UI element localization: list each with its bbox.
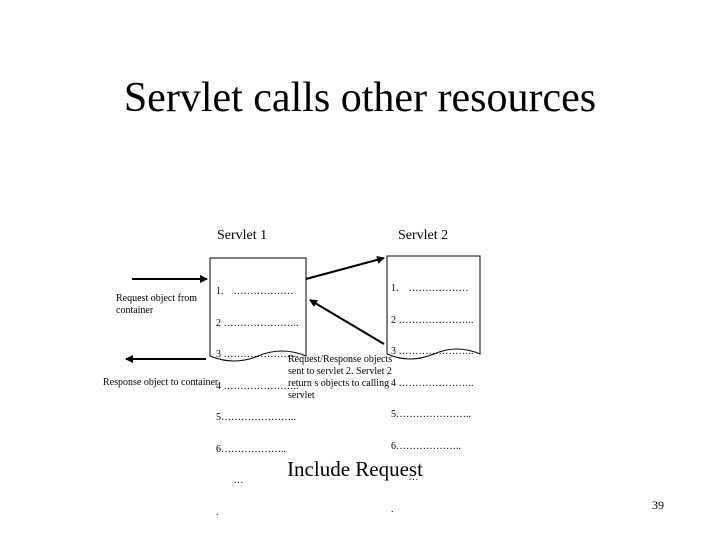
response-from-servlet2-arrow — [309, 299, 385, 345]
servlet2-line: 3 ………………….. — [391, 346, 474, 357]
servlet1-line: … — [216, 475, 244, 486]
servlet2-line: … — [391, 472, 419, 483]
servlet2-label: Servlet 2 — [398, 228, 449, 243]
servlet1-line: 5………………….. — [216, 412, 296, 423]
servlet1-line: . — [216, 506, 219, 518]
servlet2-line: 5………………….. — [391, 409, 471, 420]
page-number: 39 — [652, 498, 664, 512]
servlet1-line: 6……………….. — [216, 443, 286, 455]
servlet2-line: . — [391, 503, 394, 515]
request-to-servlet2-arrow — [305, 255, 385, 280]
servlet2-code-lines: 1. ……………… 2 ………………….. 3 ………………….. 4 …………… — [391, 263, 474, 526]
slide-title: Servlet calls other resources — [123, 75, 597, 121]
response-to-container-note: Response object to container — [103, 377, 219, 388]
servlet1-line: 1. ……………… — [216, 286, 294, 297]
servlet2-line: 1. ……………… — [391, 283, 469, 294]
servlet1-line: 3 ………………….. — [216, 349, 299, 360]
servlet1-line: 2 ………………….. — [216, 317, 299, 329]
servlet1-label: Servlet 1 — [217, 228, 268, 243]
servlet2-line: 2 ………………….. — [391, 314, 474, 326]
request-from-container-note: Request object from container — [116, 293, 198, 316]
servlet2-document — [386, 255, 481, 360]
servlet1-code-lines: 1. ……………… 2 ………………….. 3 ………………….. 4 …………… — [216, 266, 299, 529]
slide-caption: Include Request — [287, 457, 423, 481]
request-response-sent-note: Request/Response objects sent to servlet… — [288, 354, 393, 401]
servlet2-line: 6……………….. — [391, 440, 461, 452]
servlet1-line: 4 ………………….. — [216, 380, 299, 392]
servlet1-document — [209, 257, 307, 362]
servlet2-line: 4 ………………….. — [391, 377, 474, 389]
